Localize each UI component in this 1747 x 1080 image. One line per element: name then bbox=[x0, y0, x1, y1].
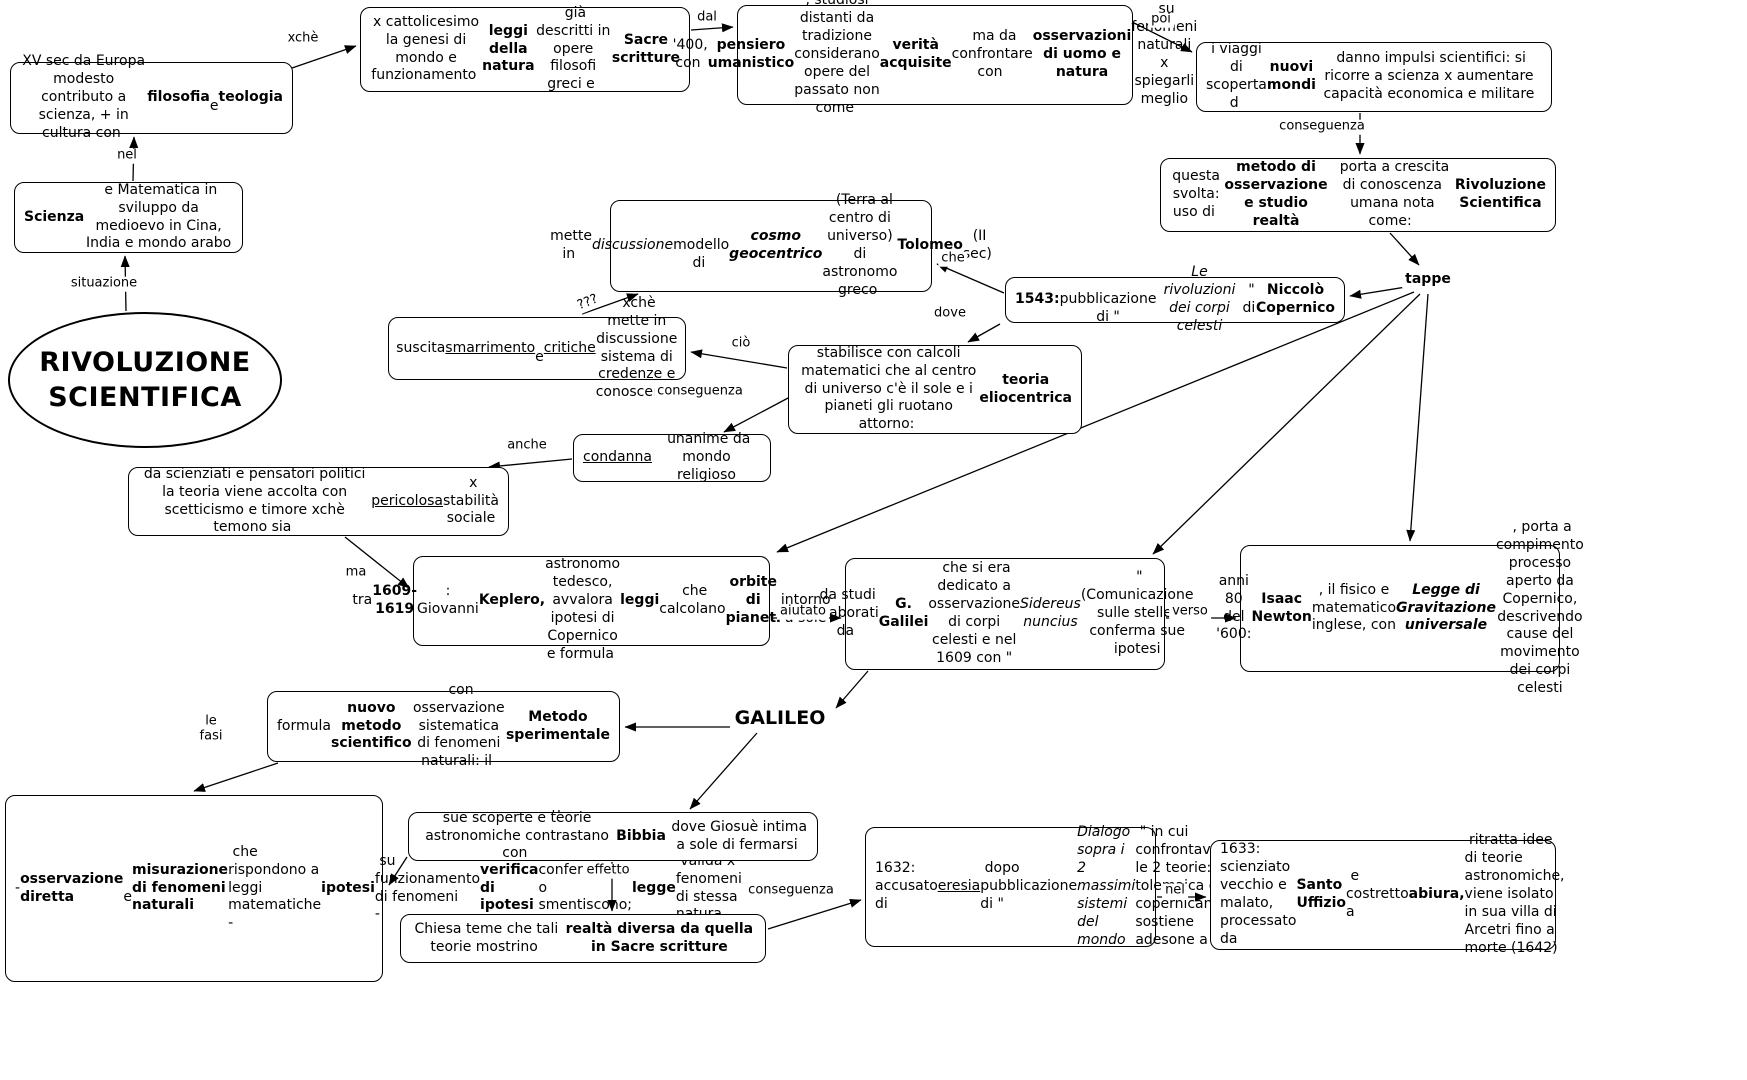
node-suscita-critiche: suscita smarrimento e critiche xchè mett… bbox=[388, 295, 686, 400]
node-condanna: condanna unanime da mondo religioso bbox=[573, 431, 771, 483]
node-svolta: questa svolta: uso di metodo di osservaz… bbox=[1160, 158, 1556, 232]
edge-label-che: che bbox=[938, 251, 968, 267]
edge-label-xche: xchè bbox=[284, 31, 322, 47]
edge-label-conseguenza-3: conseguenza bbox=[745, 883, 837, 899]
edge-condanna-to-scetticismo bbox=[488, 458, 573, 471]
node-chiesa-teme: Chiesa teme che tali teorie mostrino rea… bbox=[400, 914, 766, 963]
edge-scetticismo-to-keplero bbox=[344, 536, 410, 589]
edge-label-aiutato: aiutato bbox=[777, 604, 829, 620]
node-scienza-matematica: Scienza e Matematica in sviluppo da medi… bbox=[14, 182, 243, 253]
node-cosmo-geocentrico: mette in discussione modello di cosmo ge… bbox=[550, 192, 992, 298]
edge-chiesa-to-eresia bbox=[767, 898, 862, 930]
edge-label-anche: anche bbox=[504, 438, 550, 454]
edge-galileo-to-bibbia bbox=[689, 732, 758, 810]
edge-galilei-to-galileo bbox=[835, 670, 869, 709]
edge-svolta-to-tappe bbox=[1389, 232, 1420, 266]
edge-label-dal: dal bbox=[694, 10, 720, 26]
edge-label-nel-2: nel bbox=[1162, 883, 1188, 899]
edge-suscita-to-geocentrico bbox=[581, 293, 639, 315]
node-galilei-studi: da studi elaborati da G. Galilei che si … bbox=[817, 558, 1194, 670]
edge-label-verso: verso bbox=[1169, 604, 1211, 620]
node-cattolicesimo: x cattolicesimo la genesi di mondo e fun… bbox=[360, 5, 690, 92]
node-eresia-1632: 1632: accusato di eresia dopo pubblicazi… bbox=[865, 824, 1333, 948]
edge-umanesimo-to-viaggi bbox=[1133, 22, 1193, 53]
edge-label-cio: ciò bbox=[728, 336, 754, 352]
edge-label-conseguenza-2: conseguenza bbox=[654, 384, 746, 400]
edge-tappe-to-galilei bbox=[1152, 293, 1421, 555]
edge-label-tappe: tappe bbox=[1402, 271, 1454, 288]
edge-label-ma: ma bbox=[342, 565, 370, 581]
edge-copernico-to-eliocentrica bbox=[967, 323, 1001, 343]
edge-label-situazione: situazione bbox=[67, 276, 141, 292]
node-rivoluzione-scientifica: RIVOLUZIONE SCIENTIFICA bbox=[8, 312, 282, 448]
edge-xvsec-to-cattolicesimo bbox=[291, 45, 357, 69]
node-newton: anni 80 del '600: Isaac Newton, il fisic… bbox=[1216, 518, 1589, 697]
node-viaggi-scoperta: i viaggi di scoperta d nuovi mondi danno… bbox=[1196, 41, 1552, 112]
node-teoria-eliocentrica: stabilisce con calcoli matematici che al… bbox=[788, 345, 1082, 434]
node-xv-sec: XV sec da Europa modesto contributo a sc… bbox=[10, 53, 293, 141]
edge-copernico-to-geocentrico bbox=[936, 263, 1005, 294]
edge-tappe-to-newton bbox=[1406, 293, 1429, 542]
edge-label-poi: poi bbox=[1148, 12, 1174, 28]
node-keplero: tra 1609-1619: Giovanni Keplero, astrono… bbox=[352, 538, 831, 662]
node-fasi-metodo: - osservazione diretta e misurazione di … bbox=[5, 795, 742, 982]
node-metodo-sperimentale: formula nuovo metodo scientifico con oss… bbox=[267, 682, 620, 769]
edge-label-conseguenza-1: conseguenza bbox=[1276, 119, 1368, 135]
edge-eliocentrica-to-suscita bbox=[690, 349, 788, 369]
edge-tappe-to-copernico bbox=[1349, 286, 1407, 299]
edge-cattolicesimo-to-umanesimo bbox=[690, 23, 734, 33]
node-copernico-1543: 1543: pubblicazione di "Le rivoluzioni d… bbox=[1005, 264, 1345, 334]
edge-tappe-to-keplero bbox=[776, 291, 1415, 553]
edge-eliocentrica-to-condanna bbox=[723, 396, 791, 433]
edge-label-dove: dove bbox=[931, 306, 969, 322]
edge-label-nel-1: nel bbox=[114, 148, 140, 164]
edge-metodo-to-fasi bbox=[193, 762, 279, 792]
node-scetticismo: da scienziati e pensatori politici la te… bbox=[128, 466, 509, 536]
edge-bibbia-to-fasi bbox=[388, 856, 408, 886]
edge-label-effetto: effetto bbox=[583, 863, 633, 879]
node-umanesimo: '400, con pensiero umanistico, studiosi … bbox=[672, 0, 1198, 116]
edge-label-le-fasi: le fasi bbox=[196, 714, 226, 744]
node-contrasto-bibbia: sue scoperte e teorie astronomiche contr… bbox=[408, 810, 818, 861]
node-galileo-label: GALILEO bbox=[730, 707, 830, 729]
node-abiura-1633: 1633: scienziato vecchio e malato, proce… bbox=[1210, 832, 1565, 956]
